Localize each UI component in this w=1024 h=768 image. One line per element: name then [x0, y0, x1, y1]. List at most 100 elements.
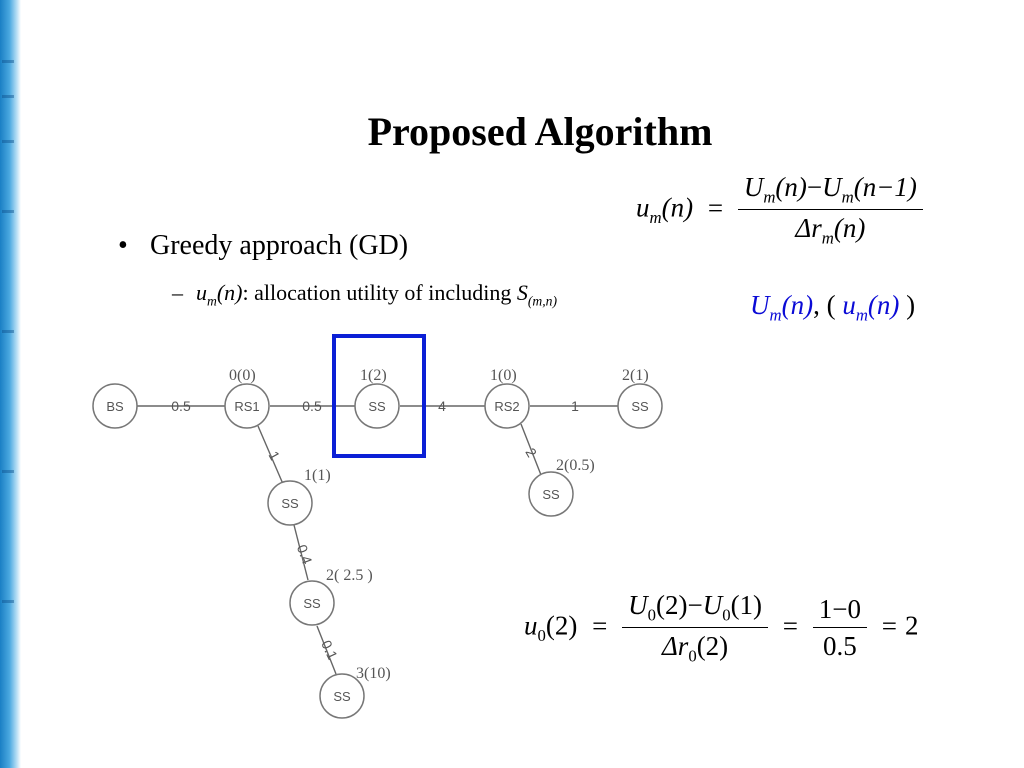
fraction-denominator: Δrm(n): [738, 210, 923, 248]
fraction: Um(n)−Um(n−1) Δrm(n): [737, 172, 923, 249]
node-value: 2(0.5): [556, 457, 595, 474]
equals-sign: =: [592, 610, 608, 641]
node-label: SS: [333, 689, 351, 704]
denominator-argument: (n): [833, 213, 866, 244]
node-label: SS: [631, 399, 649, 414]
edge-rs1-ss-lower: [257, 425, 284, 485]
edge-weight: 0.4: [294, 542, 316, 566]
node-value: 1(0): [490, 367, 517, 384]
label-close: ): [899, 290, 916, 320]
edge-ss-ss-chain-end: [316, 625, 337, 675]
fraction-numerator: U0(2)−U0(1): [622, 590, 769, 629]
edge-weight: 1: [571, 398, 579, 414]
node-value: 1(2): [360, 367, 387, 384]
fraction-denominator: 0.5: [823, 631, 857, 662]
node-value-labels: 0(0) 1(2) 1(0) 2(1) 2(0.5) 1(1) 2( 2.5 )…: [229, 367, 649, 682]
formula-lhs: u: [636, 192, 650, 223]
formula-lhs-argument: (2): [545, 610, 578, 641]
numerator-term: U: [822, 172, 842, 202]
edge-weight: 0.1: [318, 638, 341, 663]
ss-node: [289, 580, 335, 626]
label-separator: , (: [813, 290, 843, 320]
node-value: 2( 2.5 ): [326, 567, 373, 584]
numerator-term: U: [702, 590, 723, 620]
ss-node-highlighted: [354, 383, 400, 429]
label-term: U: [750, 290, 770, 320]
decorative-sidebar: [0, 0, 21, 768]
equals-sign: =: [881, 610, 897, 641]
node-label: RS2: [494, 399, 519, 414]
numerator-subscript: m: [763, 187, 776, 207]
sidebar-streak: [2, 470, 14, 473]
denominator-argument: (2): [696, 631, 729, 662]
numerator-argument: (n−1): [853, 172, 917, 202]
sub-bullet-item: –um(n): allocation utility of including …: [172, 280, 557, 309]
node-label: RS1: [234, 399, 259, 414]
equals-sign: =: [707, 192, 724, 223]
node-label: SS: [281, 496, 299, 511]
diagram-node-shapes: [92, 383, 663, 719]
slide-title: Proposed Algorithm: [367, 109, 713, 154]
label-subscript: m: [855, 305, 868, 325]
node-value: 0(0): [229, 367, 256, 384]
numerator-subscript: 0: [722, 605, 731, 625]
edge-weight: 4: [438, 398, 446, 414]
sidebar-streak: [2, 60, 14, 63]
minus-sign: −: [806, 172, 823, 202]
fraction-numerator: 1−0: [812, 594, 868, 629]
denominator-term: Δr: [661, 631, 689, 662]
ss-node: [267, 480, 313, 526]
node-label: SS: [303, 596, 321, 611]
edge-weight-labels: 0.5 0.5 4 1 2 1 0.4 0.1: [171, 398, 579, 662]
numerator-subscript: m: [841, 187, 854, 207]
formula-result: 2: [905, 610, 919, 641]
edge-rs2-ss-lower: [520, 423, 542, 476]
worked-example-formula: u0(2) = U0(2)−U0(1) Δr0(2) = 1−0 0.5 =2: [524, 590, 919, 667]
sub-bullet-marker: –: [172, 280, 183, 305]
bs-node: [92, 383, 138, 429]
edge-weight: 0.5: [302, 398, 322, 414]
bullet-marker: •: [118, 230, 128, 261]
fraction: 1−0 0.5: [812, 594, 868, 662]
highlight-box: [332, 334, 426, 458]
node-value: 3(10): [356, 665, 391, 682]
sub-bullet-text: : allocation utility of including: [242, 280, 517, 305]
rs2-node: [484, 383, 530, 429]
ss-node: [528, 471, 574, 517]
formula-lhs-subscript: 0: [537, 625, 546, 645]
ss-node: [617, 383, 663, 429]
equals-sign: =: [782, 610, 799, 641]
formula-lhs-argument: (n): [661, 192, 694, 223]
node-value: 1(1): [304, 467, 331, 484]
node-label: SS: [542, 487, 560, 502]
label-argument: (n): [867, 290, 900, 320]
denominator-term: Δr: [795, 213, 822, 244]
sidebar-streak: [2, 140, 14, 143]
formula-lhs-subscript: m: [649, 207, 662, 227]
sidebar-streak: [2, 95, 14, 98]
edge-ss-ss-chain: [293, 524, 309, 581]
node-labels: BS RS1 SS RS2 SS SS SS SS SS: [106, 399, 649, 704]
fraction-numerator: Um(n)−Um(n−1): [737, 172, 923, 211]
node-label: BS: [106, 399, 124, 414]
sidebar-streak: [2, 330, 14, 333]
numerator-term: U: [743, 172, 764, 202]
fraction-denominator: Δr0(2): [622, 628, 768, 666]
edge-weight: 0.5: [171, 398, 191, 414]
sidebar-streak: [2, 600, 14, 603]
ss-node: [319, 673, 365, 719]
label-subscript: m: [769, 305, 782, 325]
bullet-text: Greedy approach (GD): [150, 230, 409, 261]
utility-subscript: m: [207, 293, 217, 309]
bullet-item: • Greedy approach (GD): [118, 230, 408, 262]
denominator-subscript: m: [821, 228, 834, 248]
fraction: U0(2)−U0(1) Δr0(2): [622, 590, 769, 667]
numerator-argument: (2): [655, 590, 688, 620]
diagram-edges: [137, 405, 618, 675]
label-argument: (n): [781, 290, 814, 320]
numerator-argument: (1): [730, 590, 763, 620]
numerator-subscript: 0: [647, 605, 656, 625]
utility-argument: (n): [216, 280, 243, 305]
set-symbol: S: [516, 280, 528, 305]
